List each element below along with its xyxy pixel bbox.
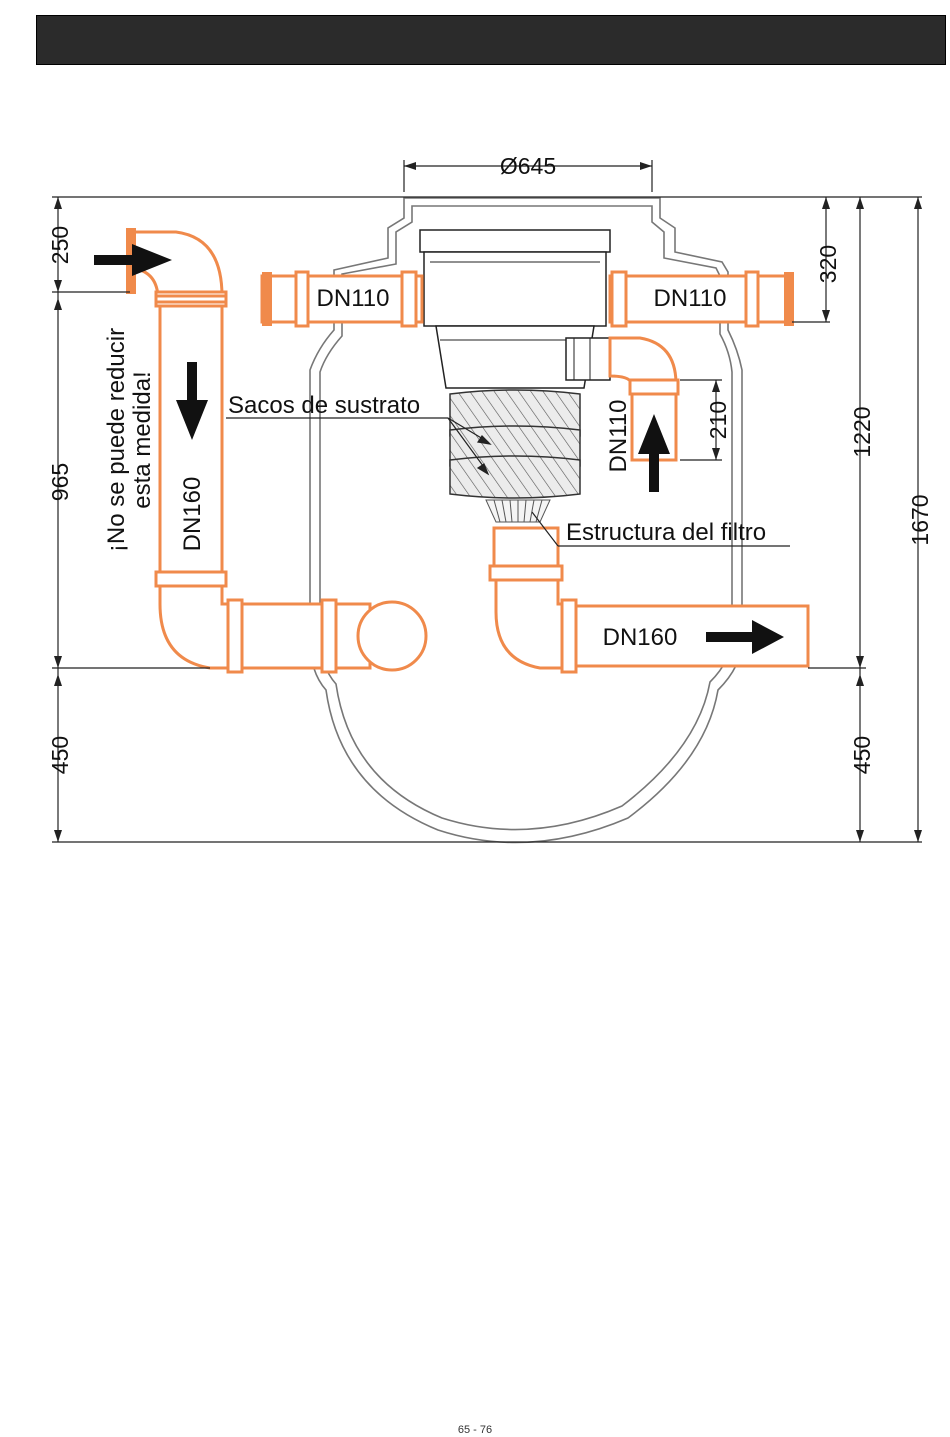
dimension-total-1670: 1670 — [907, 494, 933, 545]
pipe-label-outlet: DN160 — [603, 624, 678, 651]
pipe-label-left-horizontal: DN110 — [317, 285, 390, 312]
dimension-bottom-left: 450 — [47, 736, 73, 774]
dimension-inlet-to-outlet: 965 — [47, 463, 73, 501]
filter-structure — [486, 500, 550, 522]
dimension-inlet-height: 250 — [47, 226, 73, 264]
dimension-diameter: Ø645 — [500, 153, 556, 179]
pipe-label-right-vertical: DN110 — [605, 400, 632, 473]
substrate-bags — [450, 390, 580, 498]
warning-text-line-2: esta medida! — [129, 371, 156, 508]
dimension-bottom-right: 450 — [849, 736, 875, 774]
warning-text-line-1: ¡No se puede reducir — [103, 328, 130, 552]
label-substrate: Sacos de sustrato — [228, 392, 420, 419]
page-number: 65 - 76 — [0, 1424, 950, 1436]
label-filter: Estructura del filtro — [566, 519, 766, 546]
pipe-label-left-vertical: DN160 — [179, 477, 206, 552]
pipe-label-right-horizontal: DN110 — [654, 285, 727, 312]
dimension-top-right: 320 — [815, 245, 841, 283]
dimension-branch: 210 — [705, 401, 731, 439]
filter-insert — [420, 230, 610, 388]
dimension-total-1220: 1220 — [849, 406, 875, 457]
